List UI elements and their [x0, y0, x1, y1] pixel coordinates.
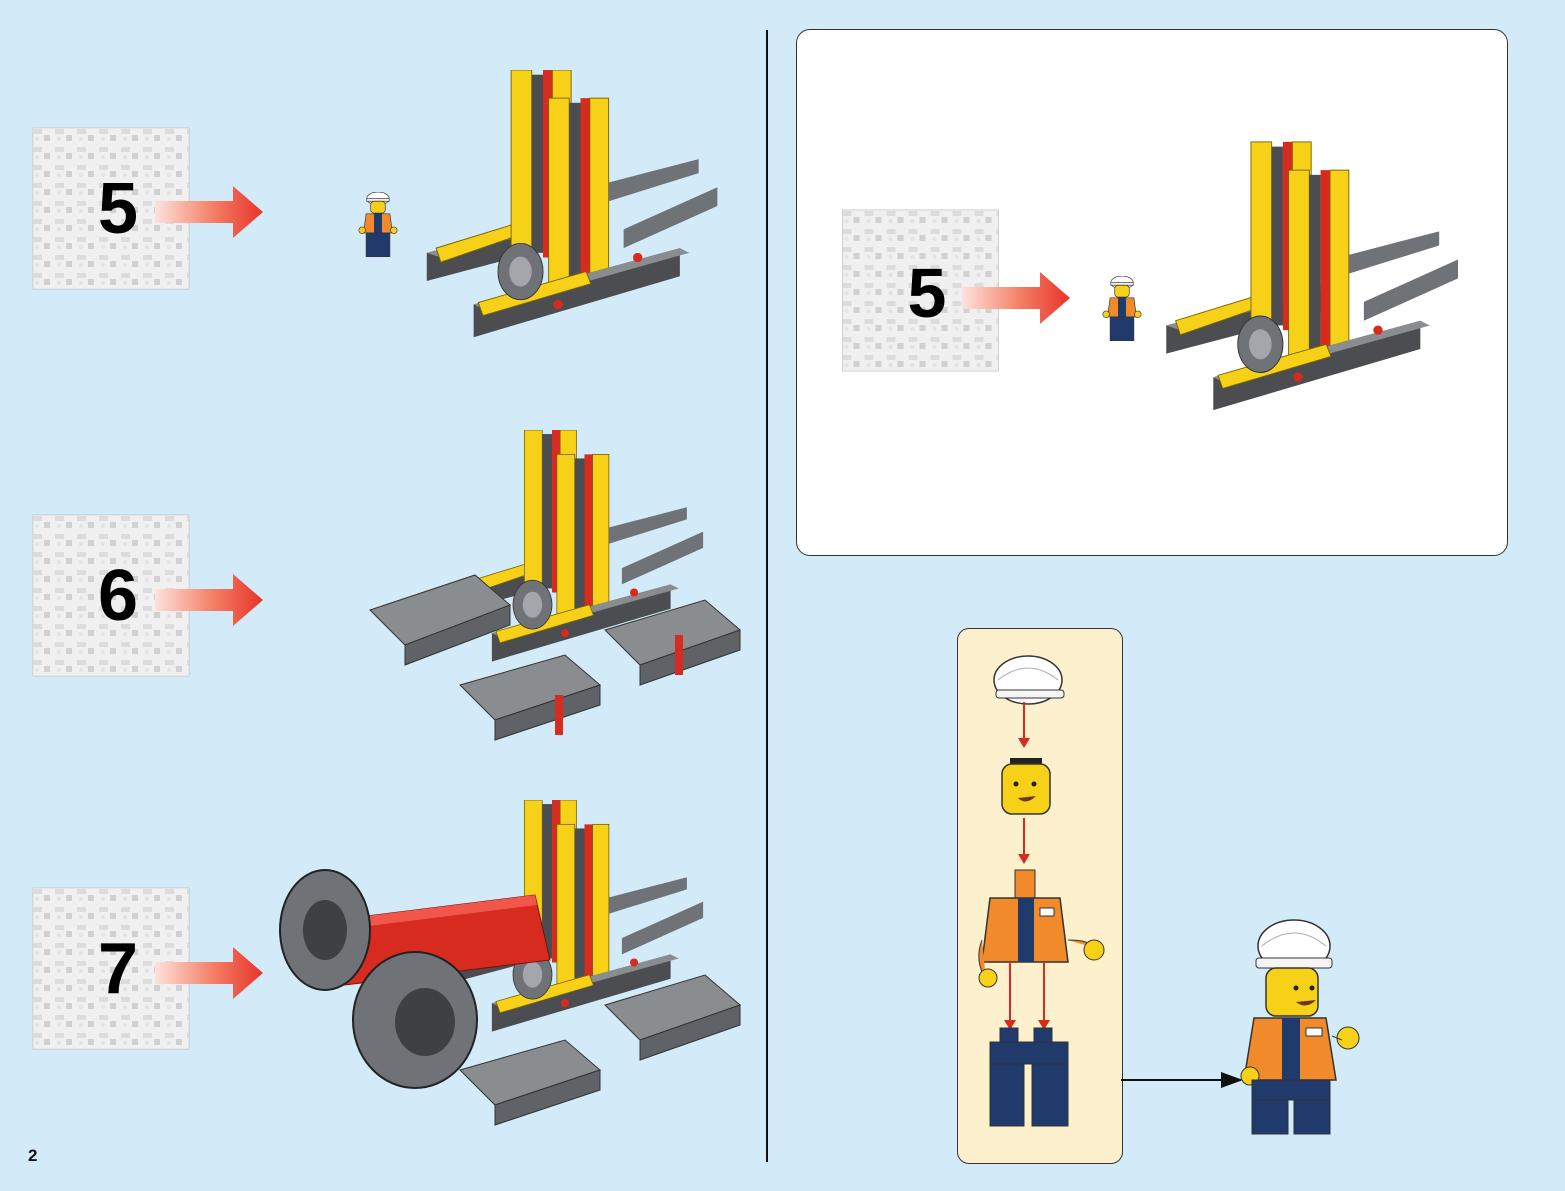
- step-number: 7: [81, 924, 155, 1014]
- torso-part: [979, 870, 1104, 987]
- head-part: [1002, 758, 1050, 814]
- step-5-arrow: [155, 184, 265, 240]
- callout-model: [1138, 140, 1458, 445]
- legs-part: [990, 1028, 1068, 1126]
- finished-minifigure: [1236, 918, 1371, 1138]
- step-6-arrow: [155, 572, 265, 628]
- step-7-model: [275, 800, 745, 1140]
- callout-arrow: [962, 270, 1072, 326]
- step-6-model: [365, 430, 745, 750]
- page-number: 2: [28, 1146, 37, 1166]
- callout-step-number: 5: [890, 248, 964, 338]
- step-7-arrow: [155, 945, 265, 1001]
- step-5-model: [398, 70, 718, 370]
- step-number: 6: [81, 551, 155, 641]
- callout-minifigure: [1102, 276, 1142, 342]
- minifigure-parts-sequence: [960, 640, 1120, 1150]
- minifigure-worker: [358, 192, 398, 258]
- page-divider: [766, 30, 768, 1162]
- assembly-result-arrow: [1121, 1070, 1246, 1090]
- helmet-part: [994, 656, 1064, 704]
- step-number: 5: [81, 164, 155, 254]
